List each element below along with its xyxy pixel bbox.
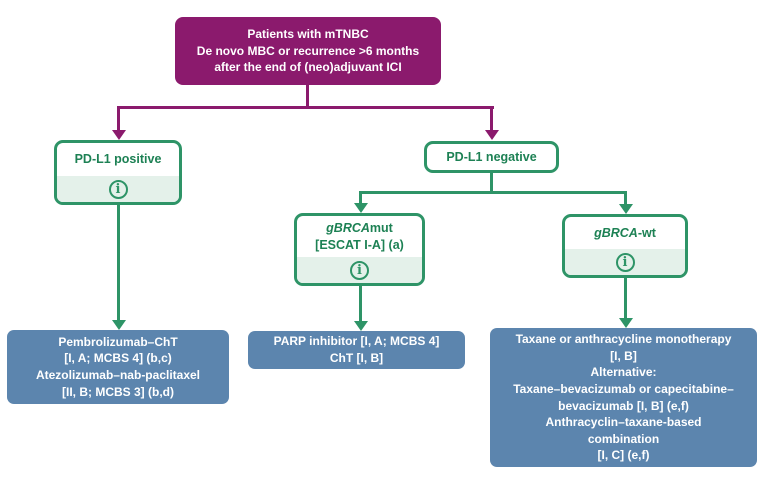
arrow-down-icon [618,318,633,328]
connector-pdl1-positive-outcome [117,205,120,321]
info-icon[interactable]: i [108,179,128,199]
info-strip: i [57,176,179,202]
arrow-down-icon [111,130,126,140]
arrow-down-icon [353,203,368,213]
root-node-patients-mtnbc: Patients with mTNBC De novo MBC or recur… [175,17,441,85]
node-gbrca-wt-label: gBRCA-wt [565,217,685,249]
info-icon[interactable]: i [615,252,635,272]
connector-drop-pdl1-positive [117,106,120,132]
arrow-down-icon [484,130,499,140]
connector-drop-gbrca-wt [624,191,627,206]
node-gbrca-wt: gBRCA-wt i [562,214,688,278]
node-gbrca-mut-label: gBRCAmut [ESCAT I-A] (a) [297,216,422,257]
node-gbrca-mut: gBRCAmut [ESCAT I-A] (a) i [294,213,425,286]
connector-drop-pdl1-negative [490,106,493,132]
outcome-pdl1-positive: Pembrolizumab–ChT [I, A; MCBS 4] (b,c) A… [7,330,229,404]
gbrca-mut-line1: gBRCAmut [326,221,393,236]
connector-drop-gbrca-mut [359,191,362,205]
connector-gbrca-mut-outcome [359,286,362,323]
node-pdl1-negative: PD-L1 negative [424,141,559,173]
arrow-down-icon [618,204,633,214]
arrow-down-icon [111,320,126,330]
connector-root-split [117,106,494,109]
info-strip: i [297,257,422,283]
node-pdl1-negative-label: PD-L1 negative [446,149,537,164]
gbrca-wt-line1: gBRCA-wt [594,225,656,240]
connector-gbrca-wt-outcome [624,278,627,319]
connector-pdl1-negative-stem [490,173,493,193]
connector-pdl1-negative-split [359,191,627,194]
info-strip: i [565,249,685,275]
gbrca-mut-line2: [ESCAT I-A] (a) [315,237,404,252]
outcome-gbrca-mut: PARP inhibitor [I, A; MCBS 4] ChT [I, B] [248,331,465,369]
arrow-down-icon [353,321,368,331]
outcome-gbrca-wt: Taxane or anthracycline monotherapy [I, … [490,328,757,467]
info-icon[interactable]: i [350,260,369,280]
connector-root-stem [306,85,309,108]
node-pdl1-positive-label: PD-L1 positive [74,152,162,167]
node-pdl1-positive: PD-L1 positive i [54,140,182,205]
